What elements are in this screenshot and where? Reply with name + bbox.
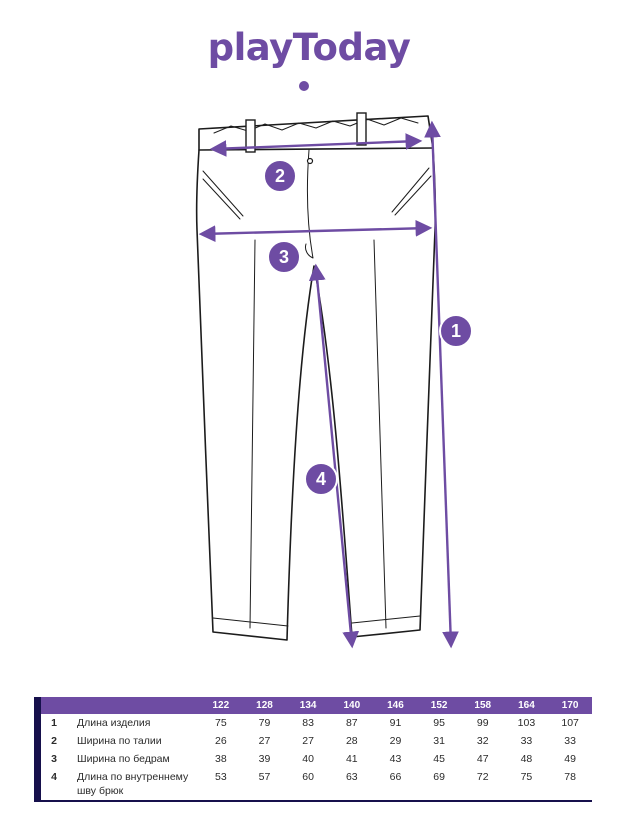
measurement-value: 72: [476, 771, 489, 784]
measure-line-2-waist: [209, 133, 423, 157]
size-column-header: 170: [548, 697, 592, 714]
measurement-value: 69: [433, 771, 445, 784]
measurement-value: 31: [433, 735, 445, 748]
row-number: 1: [51, 717, 57, 729]
header-spacer-cell: [67, 697, 199, 714]
measure-line-3-hips: [198, 219, 433, 243]
measurement-value: 49: [564, 753, 576, 766]
size-column-header: 152: [417, 697, 461, 714]
cuff-left: [212, 617, 289, 627]
measurement-value: 75: [214, 717, 227, 729]
logo-dot: [299, 81, 309, 91]
measurement-value: 107: [561, 717, 579, 729]
belt-loop-right: [356, 112, 367, 146]
size-table-row: 2 Ширина по талии 26 27 27 28 29 31 32 33 33: [41, 732, 592, 750]
pocket-right: [391, 167, 432, 216]
crease-right-leg: [373, 239, 387, 629]
measurement-value: 66: [389, 771, 402, 784]
measurement-name: Длина по внутреннему шву брюк: [77, 771, 189, 797]
measurement-value: 27: [258, 735, 271, 748]
measurement-value: 87: [345, 717, 358, 729]
waistband-elastic-zigzag: [213, 117, 419, 134]
measurement-value: 78: [564, 771, 576, 784]
measure-marker-1: 1: [439, 314, 473, 348]
measurement-value: 103: [517, 717, 536, 729]
measurement-value: 28: [345, 735, 358, 748]
measurement-value: 57: [258, 771, 271, 784]
size-column-header: 158: [460, 697, 505, 714]
measurement-value: 38: [214, 753, 227, 766]
size-table-row: 3 Ширина по бедрам 38 39 40 41 43 45 47 48 49: [41, 750, 592, 768]
measurement-value: 63: [345, 771, 358, 784]
measure-line-4-inseam: [308, 263, 360, 649]
measurement-value: 48: [520, 753, 533, 766]
measure-line-1-length: [424, 120, 459, 649]
measurement-value: 79: [258, 717, 271, 729]
measurement-value: 53: [214, 771, 227, 784]
measurement-value: 45: [433, 753, 445, 766]
measurement-value: 39: [258, 753, 271, 766]
pants-outline: [195, 115, 437, 641]
measurement-name: Ширина по талии: [77, 735, 162, 748]
measurement-value: 60: [302, 771, 314, 784]
measure-marker-4: 4: [304, 462, 338, 496]
header-spacer-cell: [41, 697, 67, 714]
measurement-value: 29: [389, 735, 402, 748]
measure-marker-3: 3: [267, 240, 301, 274]
svg-text:4: 4: [316, 469, 326, 489]
size-table-row: 4 Длина по внутреннему шву брюк 53 57 60 63 66…: [41, 768, 592, 799]
measurement-value: 91: [389, 717, 402, 729]
row-number: 3: [51, 753, 57, 766]
cuff-right: [351, 615, 421, 624]
size-column-header: 128: [242, 697, 287, 714]
row-number: 4: [51, 771, 57, 784]
measurement-value: 99: [476, 717, 489, 729]
measurement-value: 47: [476, 753, 489, 766]
measurement-value: 33: [564, 735, 576, 748]
waist-button: [306, 157, 314, 165]
measurement-value: 75: [520, 771, 533, 784]
measure-marker-2: 2: [263, 159, 297, 193]
measurement-value: 41: [345, 753, 358, 766]
measurement-value: 27: [302, 735, 314, 748]
brand-logo: playToday: [207, 26, 411, 69]
fly-seam: [305, 149, 314, 259]
measurement-value: 40: [302, 753, 314, 766]
row-number: 2: [51, 735, 57, 748]
size-column-header: 146: [373, 697, 418, 714]
measurement-name: Ширина по бедрам: [77, 753, 170, 766]
measurement-value: 33: [520, 735, 533, 748]
measurement-value: 32: [476, 735, 489, 748]
measurement-value: 26: [214, 735, 227, 748]
size-table-row: 1 Длина изделия 75 79 83 87 91 95 99 103 107: [41, 714, 592, 732]
size-column-header: 122: [199, 697, 243, 714]
svg-text:2: 2: [275, 166, 285, 186]
measurement-name: Длина изделия: [77, 717, 151, 729]
size-column-header: 164: [504, 697, 549, 714]
crease-left-leg: [249, 239, 256, 629]
svg-text:1: 1: [451, 321, 461, 341]
measurement-value: 83: [302, 717, 314, 729]
svg-text:3: 3: [279, 247, 289, 267]
size-column-header: 134: [286, 697, 330, 714]
pocket-left: [202, 170, 244, 220]
measurement-value: 43: [389, 753, 402, 766]
measurement-value: 95: [433, 717, 445, 729]
size-column-header: 140: [329, 697, 374, 714]
